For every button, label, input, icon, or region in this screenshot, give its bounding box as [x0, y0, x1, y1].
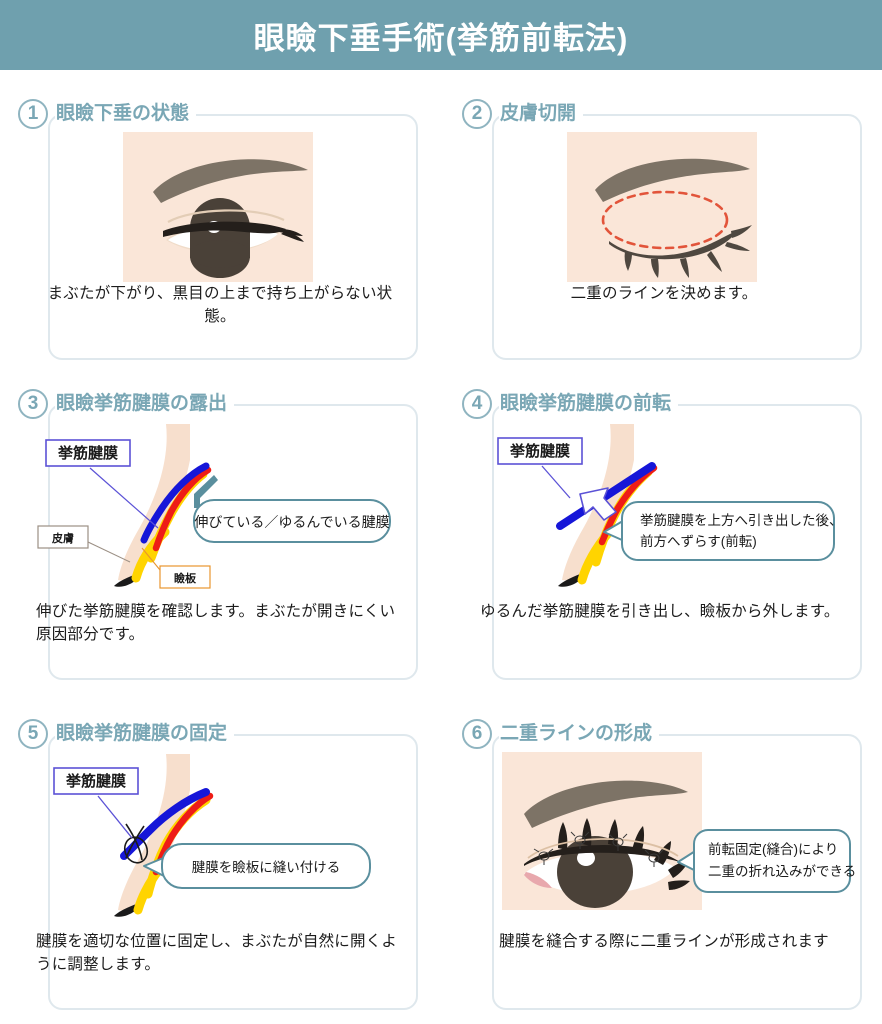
step-panel-5: 5 眼瞼挙筋腱膜の固定 挙筋腱膜	[18, 712, 418, 1010]
step-3-caption: 伸びた挙筋腱膜を確認します。まぶたが開きにくい原因部分です。	[36, 603, 396, 644]
step-6-caption: 腱膜を縫合する際に二重ラインが形成されます	[499, 933, 829, 950]
step-5-number: 5	[18, 719, 48, 749]
step-2-number: 2	[462, 99, 492, 129]
step-1-caption: まぶたが下がり、黒目の上まで持ち上がらない状態。	[47, 285, 393, 326]
step-1-header: 1 眼瞼下垂の状態	[18, 92, 197, 136]
bubble-text-6-line1: 前転固定(縫合)により	[708, 841, 838, 857]
eye-result-art: 前転固定(縫合)により 二重の折れ込みができる	[502, 752, 856, 910]
step-6-illustration: 前転固定(縫合)により 二重の折れ込みができる	[462, 752, 862, 932]
step-5-illustration: 挙筋腱膜 腱膜を瞼板に縫い付ける	[18, 752, 418, 932]
step-5-header: 5 眼瞼挙筋腱膜の固定	[18, 712, 235, 756]
step-4-title: 眼瞼挙筋腱膜の前転	[499, 389, 679, 419]
step-1-illustration	[18, 132, 418, 282]
step-3-header: 3 眼瞼挙筋腱膜の露出	[18, 382, 235, 426]
bubble-text-3: 伸びている／ゆるんでいる腱膜	[194, 514, 389, 530]
label-aponeurosis: 挙筋腱膜	[57, 444, 118, 462]
page-title: 眼瞼下垂手術(挙筋前転法)	[253, 20, 629, 56]
step-panel-1: 1 眼瞼下垂の状態 まぶたが下	[18, 92, 418, 360]
bubble-text-5: 腱膜を瞼板に縫い付ける	[192, 860, 341, 875]
step-5-title: 眼瞼挙筋腱膜の固定	[55, 719, 235, 749]
cross-section-sutured-art: 挙筋腱膜 腱膜を瞼板に縫い付ける	[53, 754, 371, 917]
step-panel-4: 4 眼瞼挙筋腱膜の前転 挙筋腱膜	[462, 382, 862, 680]
step-3-illustration: 挙筋腱膜 皮膚 瞼板 伸びている／ゆるんでいる腱膜	[18, 422, 418, 602]
step-panel-3: 3 眼瞼挙筋腱膜の露出 挙筋腱膜 皮膚	[18, 382, 418, 680]
step-2-caption: 二重のラインを決めます。	[570, 285, 758, 302]
label-skin: 皮膚	[51, 531, 74, 545]
step-4-caption: ゆるんだ挙筋腱膜を引き出し、瞼板から外します。	[480, 603, 840, 620]
label-tarsus: 瞼板	[174, 571, 197, 585]
steps-grid: 1 眼瞼下垂の状態 まぶたが下	[0, 70, 882, 1024]
bubble-text-6-line2: 二重の折れ込みができる	[708, 864, 856, 879]
step-3-number: 3	[18, 389, 48, 419]
eye-incision-art	[567, 132, 757, 282]
suture-knots	[533, 831, 664, 867]
step-1-number: 1	[18, 99, 48, 129]
step-3-title: 眼瞼挙筋腱膜の露出	[55, 389, 235, 419]
step-6-header: 6 二重ラインの形成	[462, 712, 660, 756]
step-panel-2: 2 皮膚切開 二重のラインを決めます。	[462, 92, 862, 360]
step-panel-6: 6 二重ラインの形成	[462, 712, 862, 1010]
step-1-title: 眼瞼下垂の状態	[55, 99, 197, 129]
step-4-header: 4 眼瞼挙筋腱膜の前転	[462, 382, 679, 426]
title-banner: 眼瞼下垂手術(挙筋前転法)	[0, 0, 882, 70]
step-6-title: 二重ラインの形成	[499, 719, 660, 749]
step-5-bubble: 腱膜を瞼板に縫い付ける	[161, 843, 371, 889]
step-2-header: 2 皮膚切開	[462, 92, 584, 136]
step-4-bubble: 挙筋腱膜を上方へ引き出した後、 前方へずらす(前転)	[621, 501, 843, 561]
step-6-bubble: 前転固定(縫合)により 二重の折れ込みができる	[693, 829, 856, 893]
step-4-illustration: 挙筋腱膜 挙筋腱膜を上方へ引き出した後、 前方へずらす(前転)	[462, 422, 862, 602]
step-4-number: 4	[462, 389, 492, 419]
bubble-text-4-line1: 挙筋腱膜を上方へ引き出した後、	[640, 512, 843, 528]
step-2-title: 皮膚切開	[499, 99, 584, 129]
step-3-bubble: 伸びている／ゆるんでいる腱膜	[193, 499, 391, 543]
cross-section-advanced-art: 挙筋腱膜 挙筋腱膜を上方へ引き出した後、 前方へずらす(前転)	[497, 424, 843, 587]
step-2-illustration	[462, 132, 862, 282]
bubble-text-4-line2: 前方へずらす(前転)	[640, 533, 757, 549]
eye-ptosis-art	[123, 132, 313, 282]
cross-section-exposed-art: 挙筋腱膜 皮膚 瞼板 伸びている／ゆるんでいる腱膜	[37, 424, 391, 589]
step-5-caption: 腱膜を適切な位置に固定し、まぶたが自然に開くように調整します。	[36, 933, 398, 974]
step-6-number: 6	[462, 719, 492, 749]
label-aponeurosis: 挙筋腱膜	[65, 772, 126, 790]
label-aponeurosis: 挙筋腱膜	[509, 442, 570, 460]
